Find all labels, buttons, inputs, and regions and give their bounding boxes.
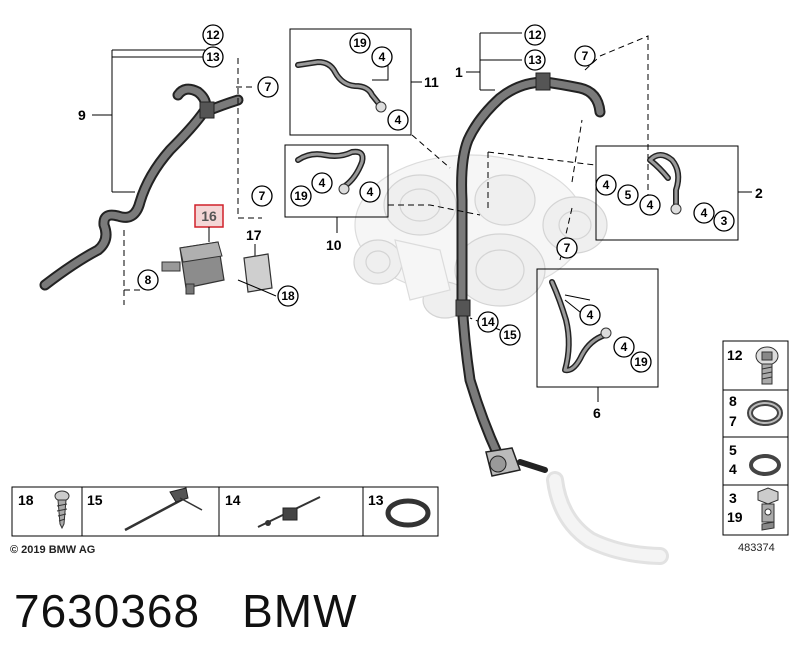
- callout-4[interactable]: 4: [639, 194, 661, 216]
- bracket-1: [479, 32, 522, 91]
- svg-text:19: 19: [634, 355, 648, 369]
- svg-text:4: 4: [319, 176, 326, 190]
- expansion-tank-16[interactable]: [161, 241, 225, 295]
- callout-7[interactable]: 7: [257, 76, 279, 98]
- callout-3[interactable]: 3: [713, 210, 735, 232]
- svg-text:5: 5: [625, 188, 632, 202]
- legend-num-12: 12: [727, 347, 743, 363]
- svg-text:18: 18: [281, 289, 295, 303]
- group-label-10: 10: [326, 237, 342, 253]
- sealing-ring-icon: [749, 454, 781, 476]
- group-label-6: 6: [593, 405, 601, 421]
- callout-7[interactable]: 7: [251, 185, 273, 207]
- svg-text:7: 7: [582, 49, 589, 63]
- hex-screw-icon: [755, 346, 779, 385]
- group-label-2: 2: [755, 185, 763, 201]
- bottom-caption: 7630368 BMW: [14, 584, 400, 638]
- svg-text:7: 7: [265, 80, 272, 94]
- cable-tie-holder-icon: [124, 487, 203, 532]
- cable-tie-clip-icon: [257, 496, 321, 528]
- callout-7[interactable]: 7: [556, 237, 578, 259]
- copyright-text: © 2019 BMW AG: [10, 544, 95, 556]
- svg-text:8: 8: [145, 273, 152, 287]
- group-label-11: 11: [424, 74, 439, 90]
- callout-4[interactable]: 4: [311, 172, 333, 194]
- hose-clamp-icon: [747, 400, 783, 426]
- legend-num-4: 4: [729, 461, 737, 477]
- legend-bottom: 18 15 14 13: [11, 486, 439, 537]
- callout-12[interactable]: 12: [202, 24, 224, 46]
- legend-num-14: 14: [225, 492, 241, 508]
- banjo-bolt-icon: [757, 487, 779, 531]
- callout-4[interactable]: 4: [595, 174, 617, 196]
- svg-text:4: 4: [621, 340, 628, 354]
- part-label-17: 17: [246, 227, 262, 243]
- callout-4[interactable]: 4: [613, 336, 635, 358]
- callout-14[interactable]: 14: [477, 311, 499, 333]
- group-box-2: [595, 145, 739, 241]
- svg-text:3: 3: [721, 214, 728, 228]
- callout-19[interactable]: 19: [630, 351, 652, 373]
- callout-4[interactable]: 4: [693, 202, 715, 224]
- legend-num-3: 3: [729, 490, 737, 506]
- svg-text:4: 4: [647, 198, 654, 212]
- callout-4[interactable]: 4: [579, 304, 601, 326]
- part-number: 7630368: [14, 585, 201, 637]
- bracket-9: [111, 49, 205, 193]
- svg-text:12: 12: [528, 28, 542, 42]
- callout-19[interactable]: 19: [290, 185, 312, 207]
- callout-4[interactable]: 4: [359, 181, 381, 203]
- svg-text:7: 7: [564, 241, 571, 255]
- legend-right: 12 8 7 5 4 3 19: [722, 340, 789, 536]
- svg-text:19: 19: [294, 189, 308, 203]
- legend-num-15: 15: [87, 492, 103, 508]
- svg-text:4: 4: [701, 206, 708, 220]
- group-label-9: 9: [78, 107, 86, 123]
- callout-13[interactable]: 13: [524, 49, 546, 71]
- mounting-bracket-17[interactable]: [243, 253, 273, 293]
- callout-4[interactable]: 4: [387, 109, 409, 131]
- turbocharger-ghost: [353, 154, 608, 319]
- coolant-pipe-11: [295, 59, 383, 108]
- callout-7[interactable]: 7: [574, 45, 596, 67]
- callout-4[interactable]: 4: [371, 46, 393, 68]
- brand-name: BMW: [242, 585, 358, 637]
- screw-icon: [54, 490, 70, 530]
- callout-12[interactable]: 12: [524, 24, 546, 46]
- callout-18[interactable]: 18: [277, 285, 299, 307]
- svg-text:13: 13: [206, 50, 220, 64]
- callout-15[interactable]: 15: [499, 324, 521, 346]
- legend-num-18: 18: [18, 492, 34, 508]
- svg-text:4: 4: [587, 308, 594, 322]
- svg-text:7: 7: [259, 189, 266, 203]
- svg-text:12: 12: [206, 28, 220, 42]
- svg-text:4: 4: [603, 178, 610, 192]
- coolant-pipe-6: [549, 279, 608, 374]
- group-label-1: 1: [455, 64, 463, 80]
- callout-8[interactable]: 8: [137, 269, 159, 291]
- callout-13[interactable]: 13: [202, 46, 224, 68]
- legend-num-8: 8: [729, 393, 737, 409]
- callout-19[interactable]: 19: [349, 32, 371, 54]
- svg-text:4: 4: [367, 185, 374, 199]
- legend-num-13: 13: [368, 492, 384, 508]
- hose-connector: [199, 101, 215, 119]
- legend-num-7: 7: [729, 413, 737, 429]
- svg-text:15: 15: [503, 328, 517, 342]
- legend-num-5: 5: [729, 442, 737, 458]
- image-number: 483374: [738, 542, 775, 554]
- svg-text:19: 19: [353, 36, 367, 50]
- o-ring-icon: [385, 498, 431, 528]
- part-label-16: 16: [201, 208, 217, 224]
- svg-text:13: 13: [528, 53, 542, 67]
- svg-text:4: 4: [395, 113, 402, 127]
- svg-text:14: 14: [481, 315, 495, 329]
- svg-text:4: 4: [379, 50, 386, 64]
- callout-5[interactable]: 5: [617, 184, 639, 206]
- legend-num-19: 19: [727, 509, 743, 525]
